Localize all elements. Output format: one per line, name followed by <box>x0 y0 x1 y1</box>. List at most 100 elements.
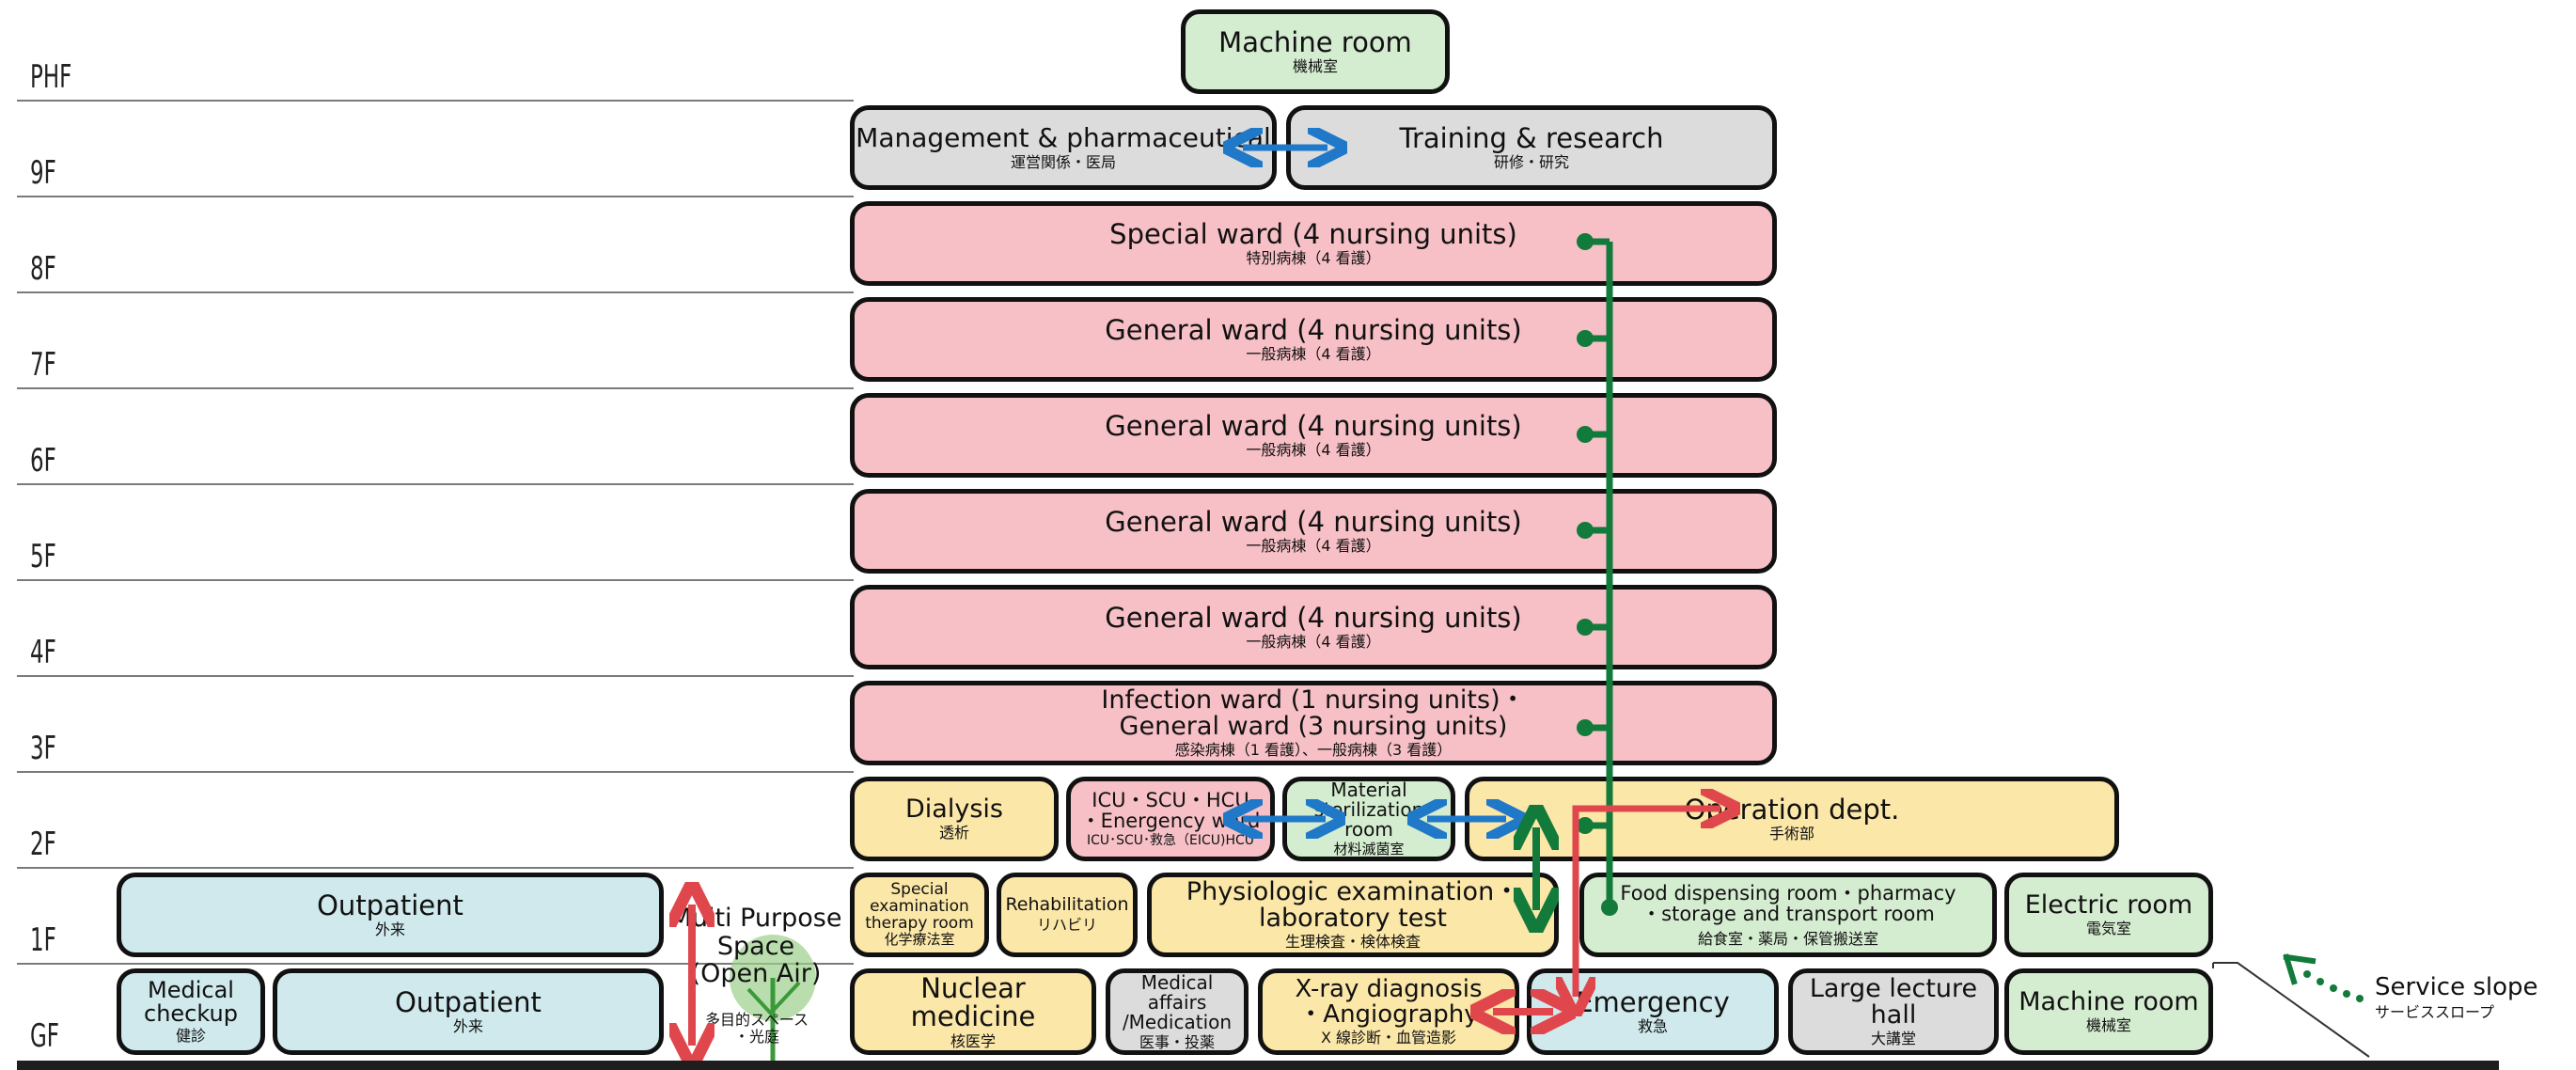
room-label-ja: 外来 <box>452 1017 483 1036</box>
room-label: Rehabilitation <box>1005 894 1129 916</box>
room-label-ja: 電気室 <box>2085 920 2131 938</box>
room-label-ja: 機械室 <box>1292 57 1338 76</box>
floor-label-4f: 4F <box>30 634 56 671</box>
ground-line <box>17 1061 2499 1070</box>
room-label: Outpatient <box>395 985 542 1018</box>
room-label-ja: 健診 <box>175 1027 206 1046</box>
green-node <box>1577 426 1594 443</box>
service-slope-ramp <box>2213 962 2370 1058</box>
green-node <box>1577 817 1594 834</box>
room-label: General ward (4 nursing units) <box>1105 601 1522 634</box>
room-label-ja: 化学療法室 <box>884 931 955 949</box>
multi-purpose-space-label-ja: 多目的スペース ・光庭 <box>704 1011 809 1046</box>
floor-label-gf: GF <box>30 1017 59 1055</box>
rehabilitation-room: Rehabilitation リハビリ <box>997 873 1138 957</box>
room-label-ja: 機械室 <box>2085 1016 2131 1035</box>
multi-purpose-space-label: Multi Purpose Space (Open Air) <box>669 904 842 989</box>
special-ward-8f: Special ward (4 nursing units) 特別病棟（4 看護… <box>850 201 1777 286</box>
room-label: Medical affairs /Medication <box>1122 970 1233 1033</box>
floor-label-3f: 3F <box>30 730 56 767</box>
service-slope-arrow-icon <box>2283 953 2364 1002</box>
room-label-ja: 研修・研究 <box>1493 153 1569 172</box>
floor-label-7f: 7F <box>30 346 56 384</box>
machine-room-gf: Machine room 機械室 <box>2004 968 2213 1055</box>
room-label: General ward (4 nursing units) <box>1105 313 1522 346</box>
room-label-ja: 給食室・薬局・保管搬送室 <box>1697 929 1878 948</box>
room-label-ja: 感染病棟（1 看護）、一般病棟（3 看護） <box>1174 741 1453 760</box>
room-label-ja: X 線診断・血管造影 <box>1320 1029 1457 1047</box>
room-label-ja: 大講堂 <box>1870 1030 1916 1048</box>
room-label-ja: 透析 <box>938 824 969 842</box>
service-slope-label-ja: サービススロープ <box>2375 1003 2495 1021</box>
room-label: Electric room <box>2024 889 2193 920</box>
general-ward-5f: General ward (4 nursing units) 一般病棟（4 看護… <box>850 489 1777 574</box>
room-label-ja: 一般病棟（4 看護） <box>1246 345 1381 364</box>
dialysis-room: Dialysis 透析 <box>850 777 1059 861</box>
room-label-ja: 一般病棟（4 看護） <box>1246 441 1381 460</box>
physiologic-examination-room: Physiologic examination・ laboratory test… <box>1147 873 1559 957</box>
room-label: Training & research <box>1399 121 1664 154</box>
floor-label-phf: PHF <box>30 58 72 96</box>
floor-label-2f: 2F <box>30 826 56 863</box>
room-label-ja: 生理検査・検体検査 <box>1284 933 1421 952</box>
floor-line <box>17 963 854 965</box>
floor-line <box>17 387 854 389</box>
room-label: General ward (4 nursing units) <box>1105 409 1522 442</box>
room-label: Nuclear medicine <box>910 971 1036 1033</box>
nuclear-medicine-room: Nuclear medicine 核医学 <box>850 968 1096 1055</box>
management-pharmaceutical-room: Management & pharmaceutical 運営関係・医局 <box>850 105 1277 190</box>
general-ward-4f: General ward (4 nursing units) 一般病棟（4 看護… <box>850 585 1777 669</box>
room-label-ja: 外来 <box>374 921 405 939</box>
room-label-ja: リハビリ <box>1036 916 1097 935</box>
floor-label-1f: 1F <box>30 921 56 959</box>
room-label-ja: 特別病棟（4 看護） <box>1246 249 1381 268</box>
outpatient-1f: Outpatient 外来 <box>117 873 664 957</box>
room-label: Outpatient <box>317 889 463 921</box>
service-slope-label: Service slope <box>2375 973 2538 1001</box>
room-label: Medical checkup <box>144 976 238 1028</box>
room-label-ja: 一般病棟（4 看護） <box>1246 633 1381 652</box>
room-label: Large lecture hall <box>1809 973 1978 1031</box>
room-label: X-ray diagnosis ・Angiography <box>1295 974 1483 1030</box>
floor-line <box>17 291 854 293</box>
floor-line <box>17 100 854 102</box>
green-node <box>1577 619 1594 636</box>
room-label-ja: 手術部 <box>1768 825 1814 843</box>
red-arrow-emergency-operation <box>1576 809 1720 997</box>
green-node <box>1577 330 1594 347</box>
medical-checkup-room: Medical checkup 健診 <box>117 968 265 1055</box>
room-label-ja: 核医学 <box>950 1031 996 1050</box>
room-label-ja: 材料滅菌室 <box>1333 841 1405 858</box>
general-ward-7f: General ward (4 nursing units) 一般病棟（4 看護… <box>850 297 1777 382</box>
training-research-room: Training & research 研修・研究 <box>1286 105 1777 190</box>
green-node <box>1601 899 1618 916</box>
floor-label-5f: 5F <box>30 538 56 575</box>
floor-line <box>17 867 854 869</box>
outpatient-gf: Outpatient 外来 <box>273 968 664 1055</box>
floor-line <box>17 771 854 773</box>
floor-label-8f: 8F <box>30 250 56 288</box>
floor-label-6f: 6F <box>30 442 56 480</box>
electric-room: Electric room 電気室 <box>2004 873 2213 957</box>
room-label: Physiologic examination・ laboratory test <box>1186 876 1520 934</box>
room-label: General ward (4 nursing units) <box>1105 505 1522 538</box>
room-label: Special ward (4 nursing units) <box>1109 217 1517 250</box>
room-label: Machine room <box>1218 25 1412 58</box>
machine-room-phf: Machine room 機械室 <box>1181 9 1450 94</box>
room-label-ja: 運営関係・医局 <box>1010 152 1116 171</box>
room-label-ja: 医事・投薬 <box>1139 1032 1215 1051</box>
general-ward-6f: General ward (4 nursing units) 一般病棟（4 看護… <box>850 393 1777 478</box>
green-node <box>1577 719 1594 736</box>
floor-line <box>17 483 854 485</box>
room-label-ja: 救急 <box>1637 1017 1668 1036</box>
room-label: Special examination therapy room <box>865 879 974 933</box>
large-lecture-hall: Large lecture hall 大講堂 <box>1788 968 1999 1055</box>
floor-label-9f: 9F <box>30 154 56 192</box>
floor-line <box>17 196 854 197</box>
infection-ward-3f: Infection ward (1 nursing units)・ Genera… <box>850 681 1777 765</box>
special-examination-therapy-room: Special examination therapy room 化学療法室 <box>850 873 989 957</box>
room-label: Machine room <box>2018 986 2199 1016</box>
